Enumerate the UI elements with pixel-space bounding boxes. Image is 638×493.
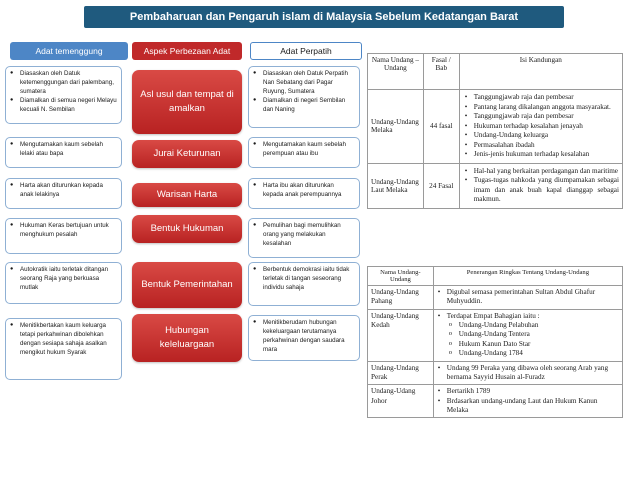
aspect-hubungan-kekeluargaan: Hubungan keleluargaan (132, 314, 242, 362)
cell-name: Undang-Undang Kedah (367, 308, 434, 362)
perpatih-note-warisan: Harta ibu akan diturunkan kepada anak pe… (248, 178, 360, 209)
cell-content: Bertarikh 1789 Brdasarkan undang-undang … (432, 384, 624, 419)
table-row: Undang-Undang Pahang Digubal semasa peme… (367, 285, 624, 310)
cell-content: Terdapat Empat Bahagian iaitu : Undang-U… (432, 308, 624, 362)
note-item: Diamalkan di semua negeri Melayu kecuali… (10, 97, 117, 115)
aspect-asal-usul: Asl usul dan tempat di amalkan (132, 70, 242, 134)
aspect-bentuk-hukuman: Bentuk Hukuman (132, 215, 242, 243)
header-aspek-perbezaan: Aspek Perbezaan Adat (132, 42, 242, 60)
cell-content: Tanggungjawab raja dan pembesar Pantang … (458, 89, 624, 164)
list-item: Terdapat Empat Bahagian iaitu : (437, 312, 619, 322)
list-item: Hukuman terhadap kesalahan jenayah (463, 122, 619, 132)
temenggung-note-hukuman: Hukuman Keras bertujuan untuk menghukum … (5, 218, 122, 254)
page-title: Pembaharuan dan Pengaruh islam di Malays… (84, 6, 564, 28)
aspect-jurai-keturunan: Jurai Keturunan (132, 140, 242, 168)
cell-name: Undang-Undang Perak (367, 360, 434, 386)
sub-list-item: Hukum Kanun Dato Star (437, 340, 619, 349)
note-item: Mengutamakan kaum sebelah perempuan atau… (253, 141, 355, 159)
cell-content: Hal-hal yang berkaitan perdagangan dan m… (458, 162, 624, 209)
note-item: Diasaskan oleh Datuk Perpatih Nan Sebata… (253, 70, 355, 97)
note-item: Diamalkan di negeri Sembilan dan Naning (253, 97, 355, 115)
perpatih-note-asal-usul: Diasaskan oleh Datuk Perpatih Nan Sebata… (248, 66, 360, 128)
aspect-bentuk-pemerintahan: Bentuk Pemerintahan (132, 262, 242, 308)
table-row: Undang-Udang Johor Bertarikh 1789 Brdasa… (367, 384, 624, 419)
temenggung-note-hubungan: Menitikbertakan kaum keluarga tetapi per… (5, 318, 122, 380)
temenggung-note-pemerintahan: Autokratik iaitu terletak ditangan seora… (5, 262, 122, 304)
perpatih-note-hukuman: Pemulihan bagi memulihkan orang yang mel… (248, 218, 360, 258)
note-item: Menitikbertakan kaum keluarga tetapi per… (10, 322, 117, 358)
note-item: Diasaskan oleh Datuk ketemenggungan dari… (10, 70, 117, 97)
table-undang-undang-melaka: Nama Undang – Undang Fasal / Bab Isi Kan… (367, 53, 624, 209)
temenggung-note-jurai: Mengutamakan kaum sebelah lelaki atau ba… (5, 137, 122, 168)
sub-list-item: Undang-Undang Pelabuhan (437, 321, 619, 330)
cell-content: Undang 99 Peraka yang dibawa oleh seoran… (432, 360, 624, 386)
temenggung-note-asal-usul: Diasaskan oleh Datuk ketemenggungan dari… (5, 66, 122, 124)
perpatih-note-hubungan: Menitikberudarn hubungan kekeluargaan te… (248, 315, 360, 361)
column-header: Nama Undang-Undang (367, 266, 434, 286)
column-header: Fasal / Bab (422, 53, 460, 90)
table-row: Undang-Undang Kedah Terdapat Empat Bahag… (367, 308, 624, 362)
table-row: Undang-Undang Melaka 44 fasal Tanggungja… (367, 89, 624, 164)
table-row: Undang-Undang Perak Undang 99 Peraka yan… (367, 360, 624, 386)
note-item: Mengutamakan kaum sebelah lelaki atau ba… (10, 141, 117, 159)
temenggung-note-warisan: Harta akan diturunkan kepada anak lelaki… (5, 178, 122, 209)
column-header: Isi Kandungan (458, 53, 624, 90)
perpatih-note-jurai: Mengutamakan kaum sebelah perempuan atau… (248, 137, 360, 168)
header-adat-perpatih: Adat Perpatih (250, 42, 362, 60)
note-item: Harta ibu akan diturunkan kepada anak pe… (253, 182, 355, 200)
cell-fasal: 44 fasal (422, 89, 460, 164)
list-item: Brdasarkan undang-undang Laut dan Hukum … (437, 397, 619, 416)
note-item: Harta akan diturunkan kepada anak lelaki… (10, 182, 117, 200)
sub-list-item: Undang-Undang Tentera (437, 330, 619, 339)
note-item: Pemulihan bagi memulihkan orang yang mel… (253, 222, 355, 249)
cell-name: Undang-Undang Pahang (367, 285, 434, 310)
cell-name: Undang-Udang Johor (367, 384, 434, 419)
list-item: Pantang larang dikalangan anggota masyar… (463, 103, 619, 113)
list-item: Tugas-tugas nahkoda yang diumpamakan seb… (463, 176, 619, 205)
note-item: Autokratik iaitu terletak ditangan seora… (10, 266, 117, 293)
list-item: Undang 99 Peraka yang dibawa oleh seoran… (437, 364, 619, 383)
list-item: Undang-Undang keluarga (463, 131, 619, 141)
aspect-warisan-harta: Warisan Harta (132, 183, 242, 207)
list-item: Tanggungjawab raja dan pembesar (463, 112, 619, 122)
table-row: Undang-Undang Laut Melaka 24 Fasal Hal-h… (367, 162, 624, 209)
list-item: Digubal semasa pemerintahan Sultan Abdul… (437, 288, 619, 307)
column-header: Nama Undang – Undang (367, 53, 424, 90)
cell-name: Undang-Undang Laut Melaka (367, 162, 424, 209)
note-item: Berbentuk demokrasi iaitu tidak terletak… (253, 266, 355, 293)
table-header-row: Nama Undang-Undang Penerangan Ringkas Te… (367, 266, 624, 286)
note-item: Menitikberudarn hubungan kekeluargaan te… (253, 319, 355, 355)
list-item: Tanggungjawab raja dan pembesar (463, 93, 619, 103)
cell-name: Undang-Undang Melaka (367, 89, 424, 164)
column-header: Penerangan Ringkas Tentang Undang-Undang (432, 266, 624, 286)
cell-fasal: 24 Fasal (422, 162, 460, 209)
list-item: Hal-hal yang berkaitan perdagangan dan m… (463, 167, 619, 177)
list-item: Bertarikh 1789 (437, 387, 619, 397)
table-header-row: Nama Undang – Undang Fasal / Bab Isi Kan… (367, 53, 624, 90)
cell-content: Digubal semasa pemerintahan Sultan Abdul… (432, 285, 624, 310)
list-item: Jenis-jenis hukuman terhadap kesalahan (463, 150, 619, 160)
table-undang-undang-negeri: Nama Undang-Undang Penerangan Ringkas Te… (367, 266, 624, 419)
list-item: Permasalahan ibadah (463, 141, 619, 151)
perpatih-note-pemerintahan: Berbentuk demokrasi iaitu tidak terletak… (248, 262, 360, 306)
note-item: Hukuman Keras bertujuan untuk menghukum … (10, 222, 117, 240)
header-adat-temenggung: Adat temenggung (10, 42, 128, 60)
sub-list-item: Undang-Undang 1784 (437, 349, 619, 358)
